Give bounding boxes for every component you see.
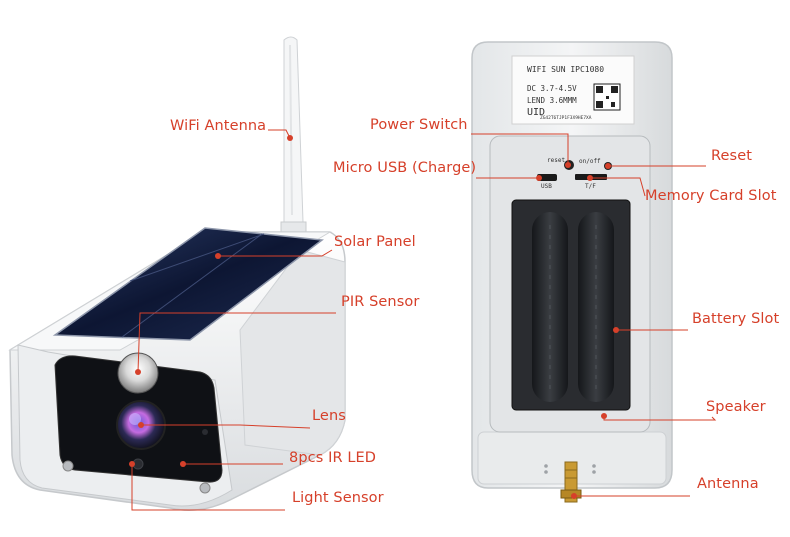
port-label-reset: reset	[547, 157, 566, 164]
callout-wifi-antenna: WiFi Antenna	[170, 118, 267, 134]
callout-speaker: Speaker	[706, 399, 766, 415]
callout-battery-slot: Battery Slot	[692, 311, 780, 327]
antenna-connector	[560, 461, 582, 503]
callout-ir-led: 8pcs IR LED	[289, 450, 377, 466]
sticker-serial: ZG42T6TJP1F3X9HE7XA	[540, 116, 592, 121]
speaker-grille	[544, 464, 596, 474]
callout-memory-card-slot: Memory Card Slot	[645, 188, 777, 204]
callout-micro-usb: Micro USB (Charge)	[333, 160, 477, 176]
callout-light-sensor: Light Sensor	[292, 490, 384, 506]
callout-dots	[129, 135, 619, 499]
callout-lens: Lens	[312, 408, 346, 424]
port-label-onoff: on/off	[579, 158, 601, 165]
sticker-model: WIFI SUN IPC1080	[527, 65, 605, 74]
callout-lines	[131, 129, 717, 511]
wifi-antenna	[280, 36, 307, 241]
micro-usb-port	[537, 174, 557, 181]
callout-power-switch: Power Switch	[370, 117, 468, 133]
callout-pir-sensor: PIR Sensor	[341, 294, 420, 310]
sticker-voltage: DC 3.7-4.5V	[527, 84, 577, 93]
sticker-uid: UID	[527, 107, 546, 118]
callout-reset: Reset	[711, 148, 753, 164]
battery-compartment	[489, 135, 651, 433]
port-label-tf: T/F	[585, 183, 596, 190]
sticker-lens-info: LEND 3.6MMM	[527, 96, 577, 105]
spec-sticker	[511, 55, 635, 125]
callout-solar-panel: Solar Panel	[334, 234, 416, 250]
ir-led	[202, 429, 208, 435]
port-label-usb: USB	[541, 183, 552, 190]
callout-antenna: Antenna	[697, 476, 759, 492]
